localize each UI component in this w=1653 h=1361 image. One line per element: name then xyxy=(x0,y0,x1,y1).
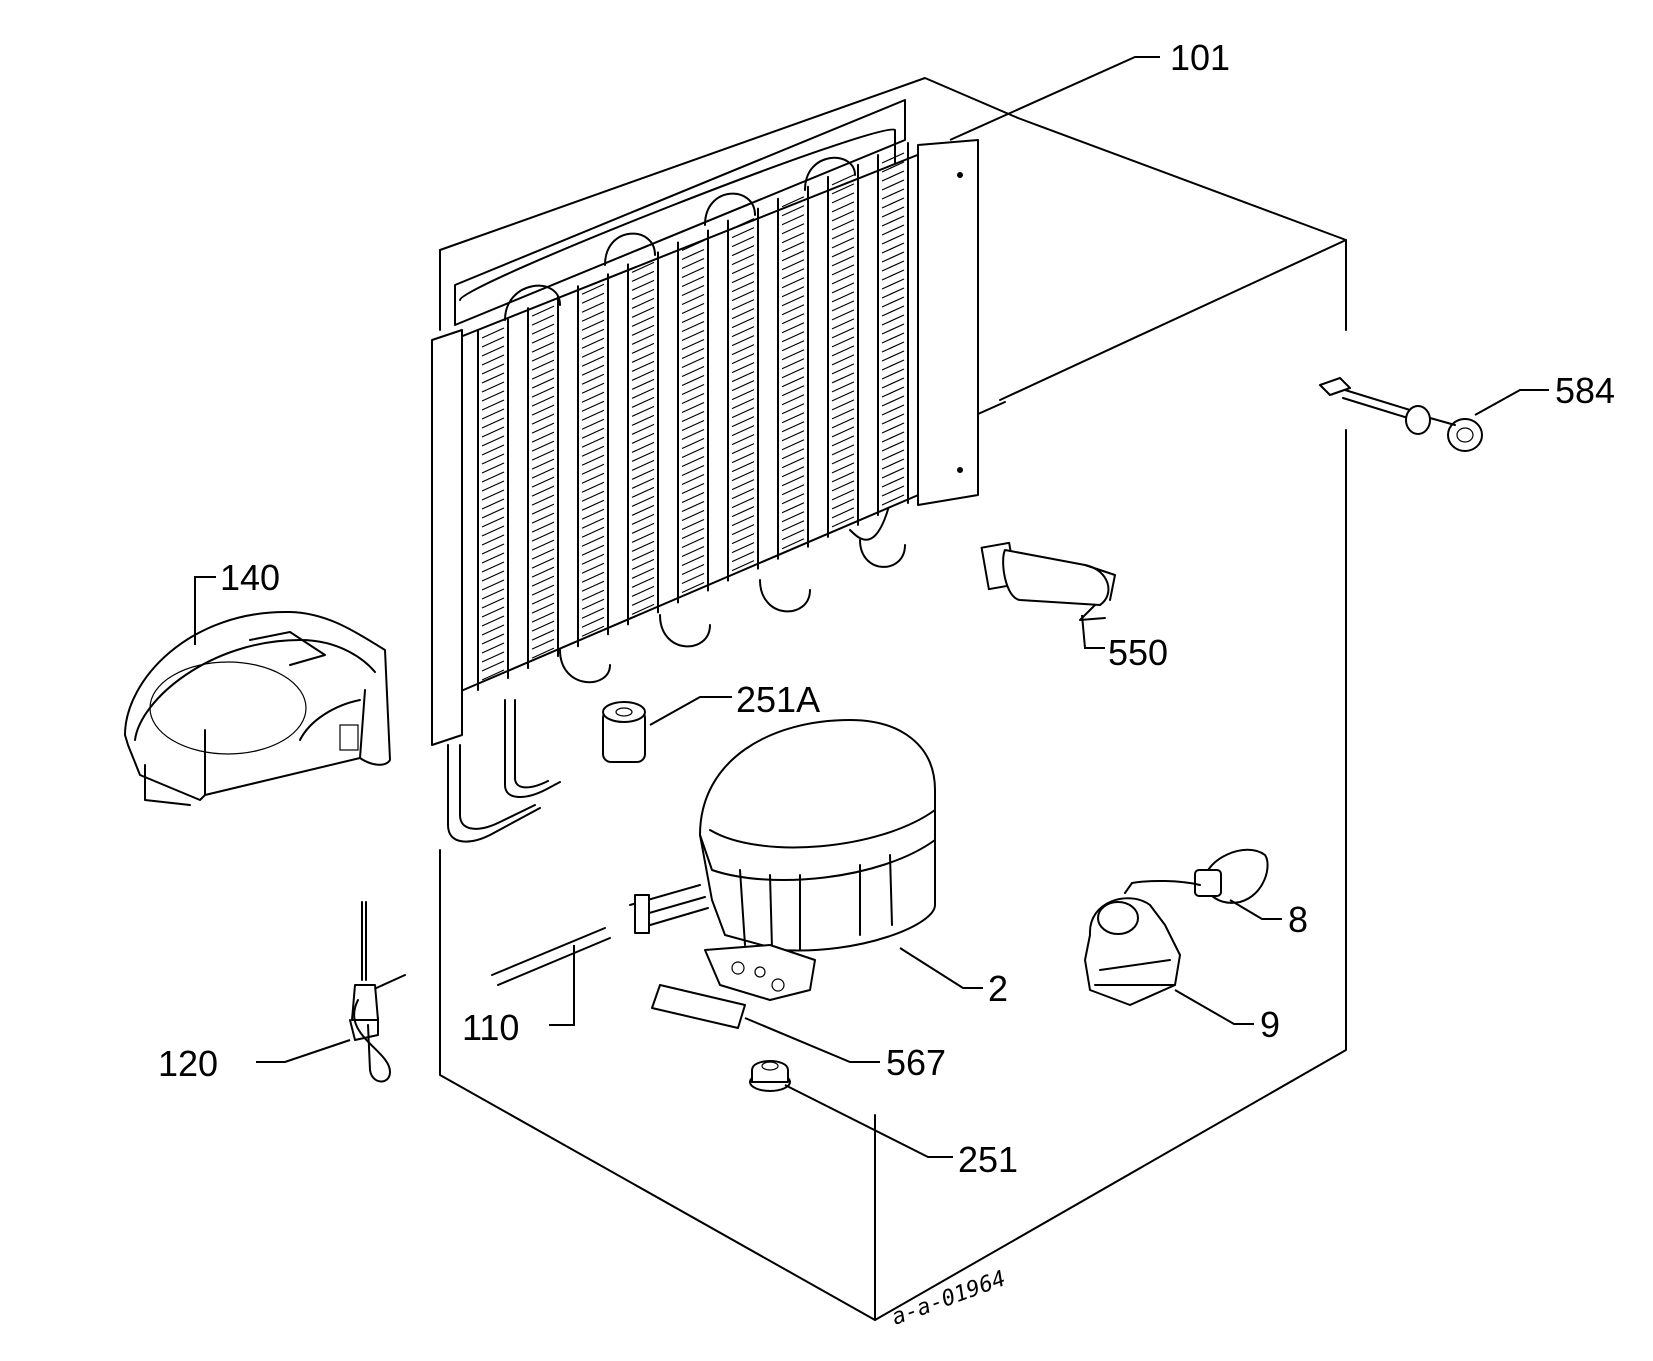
callout-labels: 101 584 140 550 251A 8 2 9 110 120 567 2… xyxy=(158,37,1615,1331)
fin-channel xyxy=(827,163,859,538)
fin-channel xyxy=(877,142,909,516)
tube-part xyxy=(491,927,611,986)
callout-2: 2 xyxy=(988,968,1008,1009)
grommet-251-part xyxy=(749,1060,791,1092)
cabinet-outline xyxy=(439,77,1347,1321)
callout-120: 120 xyxy=(158,1043,218,1084)
fin-channel xyxy=(627,251,659,626)
callout-251a: 251A xyxy=(736,679,820,720)
fin-channel xyxy=(677,229,709,604)
condenser-fin-channels xyxy=(477,142,909,691)
fin-channel xyxy=(777,185,809,560)
thermostat-probe-part xyxy=(349,901,406,1083)
callout-8: 8 xyxy=(1288,899,1308,940)
drawing-code: a-a-01964 xyxy=(889,1266,1010,1330)
filter-drier-part xyxy=(980,541,1116,621)
fin-channel xyxy=(577,273,609,648)
callout-251: 251 xyxy=(958,1139,1018,1180)
drip-tray-part xyxy=(124,610,391,806)
callout-110: 110 xyxy=(462,1007,519,1048)
fin-channel xyxy=(477,317,509,691)
callout-101: 101 xyxy=(1170,37,1230,78)
callout-140: 140 xyxy=(220,557,280,598)
condenser-part xyxy=(431,99,979,843)
callout-584: 584 xyxy=(1555,370,1615,411)
callout-leaders xyxy=(194,56,1549,1158)
callout-567: 567 xyxy=(886,1042,946,1083)
callout-9: 9 xyxy=(1260,1004,1280,1045)
sensor-probe-part xyxy=(1319,377,1483,452)
fin-channel xyxy=(527,295,559,670)
fin-channel xyxy=(727,207,759,582)
start-relay-part xyxy=(1084,897,1181,1006)
callout-550: 550 xyxy=(1108,632,1168,673)
overload-protector-part xyxy=(1124,848,1269,904)
compressor-part xyxy=(629,719,936,1001)
mounting-plate-part xyxy=(651,984,746,1029)
grommet-251a-part xyxy=(602,701,646,763)
